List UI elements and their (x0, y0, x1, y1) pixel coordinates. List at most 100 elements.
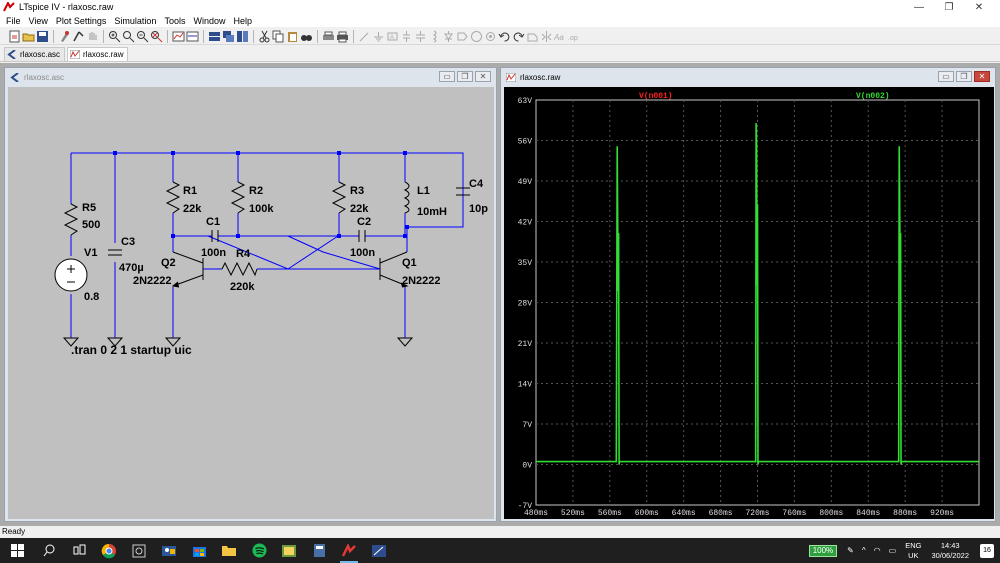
find-icon[interactable] (300, 30, 313, 43)
cascade-icon[interactable] (222, 30, 235, 43)
notification-center-button[interactable]: 16 (980, 543, 994, 558)
mdi-workspace: rlaxosc.asc ▭ ❐ ✕ (0, 63, 1000, 526)
menu-window[interactable]: Window (193, 15, 226, 26)
tab-rlaxosc-raw[interactable]: rlaxosc.raw (67, 47, 129, 61)
snipping-tool-icon[interactable] (364, 538, 394, 563)
menu-plot-settings[interactable]: Plot Settings (55, 15, 107, 26)
schematic-canvas[interactable]: R5 500 V1 0.8 C3 470µ R1 22k R2 100k C1 … (8, 87, 494, 519)
spotify-icon[interactable] (244, 538, 274, 563)
schematic-window-titlebar[interactable]: rlaxosc.asc ▭ ❐ ✕ (5, 68, 496, 86)
trace-n002[interactable] (536, 123, 979, 465)
pen-icon[interactable]: ✎ (847, 546, 854, 555)
language-indicator[interactable]: ENG UK (905, 541, 921, 561)
zoom-in-icon[interactable] (108, 30, 121, 43)
start-button[interactable] (0, 538, 34, 563)
battery-indicator[interactable]: 100% (808, 544, 838, 557)
photos-app-icon[interactable] (274, 538, 304, 563)
label-net-icon: A (386, 30, 399, 43)
undo-icon[interactable] (498, 30, 511, 43)
ltspice-logo-icon (3, 0, 15, 12)
tab-rlaxosc-asc[interactable]: rlaxosc.asc (4, 47, 66, 61)
control-panel-icon[interactable] (58, 30, 71, 43)
run-icon[interactable] (72, 30, 85, 43)
child-minimize-button[interactable]: ▭ (938, 71, 954, 82)
chrome-icon[interactable] (94, 538, 124, 563)
open-folder-icon[interactable] (22, 30, 35, 43)
maximize-button[interactable]: ❐ (944, 1, 954, 13)
child-close-button[interactable]: ✕ (974, 71, 990, 82)
autorange-icon[interactable] (172, 30, 185, 43)
minimize-button[interactable]: — (914, 1, 924, 13)
taskbar: 100% ✎ ^ ◠ ▭ ENG UK 14:43 30/06/2022 16 (0, 538, 1000, 563)
ltspice-taskbar-icon[interactable] (334, 538, 364, 563)
r3-label: R3 (350, 185, 364, 197)
tile-vertical-icon[interactable] (236, 30, 249, 43)
store-icon[interactable] (184, 538, 214, 563)
waveform-window-titlebar[interactable]: rlaxosc.raw ▭ ❐ ✕ (501, 68, 995, 86)
toolbar-separator (203, 29, 204, 43)
people-app-icon[interactable] (154, 538, 184, 563)
child-close-button[interactable]: ✕ (475, 71, 491, 82)
child-restore-button[interactable]: ❐ (457, 71, 473, 82)
schematic-file-icon (7, 49, 17, 60)
file-explorer-icon[interactable] (214, 538, 244, 563)
copy-icon[interactable] (272, 30, 285, 43)
wifi-icon[interactable]: ◠ (873, 546, 881, 555)
menu-tools[interactable]: Tools (164, 15, 186, 26)
child-minimize-button[interactable]: ▭ (439, 71, 455, 82)
print-setup-icon[interactable] (322, 30, 335, 43)
y-tick-label: 21V (518, 340, 533, 349)
pan-icon[interactable] (122, 30, 135, 43)
x-tick-label: 560ms (598, 509, 622, 518)
diode-icon (442, 30, 455, 43)
q2-label: Q2 (161, 257, 176, 269)
save-icon[interactable] (36, 30, 49, 43)
paste-icon[interactable] (286, 30, 299, 43)
zoom-fit-icon[interactable] (150, 30, 163, 43)
chevron-up-icon[interactable]: ^ (861, 546, 866, 555)
trace-label-n002[interactable]: V(n002) (856, 92, 890, 101)
c4-value: 10p (469, 203, 488, 215)
menu-help[interactable]: Help (233, 15, 252, 26)
print-icon[interactable] (336, 30, 349, 43)
halt-icon[interactable] (86, 30, 99, 43)
draw-wire-icon (358, 30, 371, 43)
search-icon[interactable] (34, 538, 64, 563)
toolbar-separator (353, 29, 354, 43)
redo-icon[interactable] (512, 30, 525, 43)
toolbar-separator (103, 29, 104, 43)
v1-value: 0.8 (84, 291, 99, 303)
cut-icon[interactable] (258, 30, 271, 43)
camera-app-icon[interactable] (124, 538, 154, 563)
status-bar: Ready (0, 526, 1000, 538)
schematic-drawing: R5 500 V1 0.8 C3 470µ R1 22k R2 100k C1 … (54, 151, 488, 357)
tile-horizontal-icon[interactable] (208, 30, 221, 43)
svg-text:A: A (390, 35, 394, 41)
menu-view[interactable]: View (28, 15, 48, 26)
close-button[interactable]: ✕ (974, 1, 984, 13)
keyboard-icon[interactable]: ▭ (888, 546, 897, 555)
plot-pane-icon[interactable] (186, 30, 199, 43)
child-restore-button[interactable]: ❐ (956, 71, 972, 82)
y-tick-label: 0V (522, 462, 532, 471)
spice-directive[interactable]: .tran 0 2 1 startup uic (71, 343, 192, 357)
task-view-icon[interactable] (64, 538, 94, 563)
x-tick-label: 920ms (930, 509, 954, 518)
clock[interactable]: 14:43 30/06/2022 (931, 541, 969, 561)
menu-file[interactable]: File (6, 15, 21, 26)
waveform-file-icon (505, 72, 517, 82)
move-icon (470, 30, 483, 43)
menu-simulation[interactable]: Simulation (114, 15, 157, 26)
trace-label-n001[interactable]: V(n001) (639, 92, 673, 101)
zoom-out-icon[interactable] (136, 30, 149, 43)
calculator-icon[interactable] (304, 538, 334, 563)
svg-text:Aa: Aa (554, 33, 564, 42)
x-tick-label: 720ms (745, 509, 769, 518)
r5-label: R5 (82, 202, 96, 214)
new-schematic-icon[interactable] (8, 30, 21, 43)
y-tick-label: 14V (518, 381, 533, 390)
r4-label: R4 (236, 248, 251, 260)
system-tray: 100% ✎ ^ ◠ ▭ ENG UK 14:43 30/06/2022 16 (808, 538, 1000, 563)
